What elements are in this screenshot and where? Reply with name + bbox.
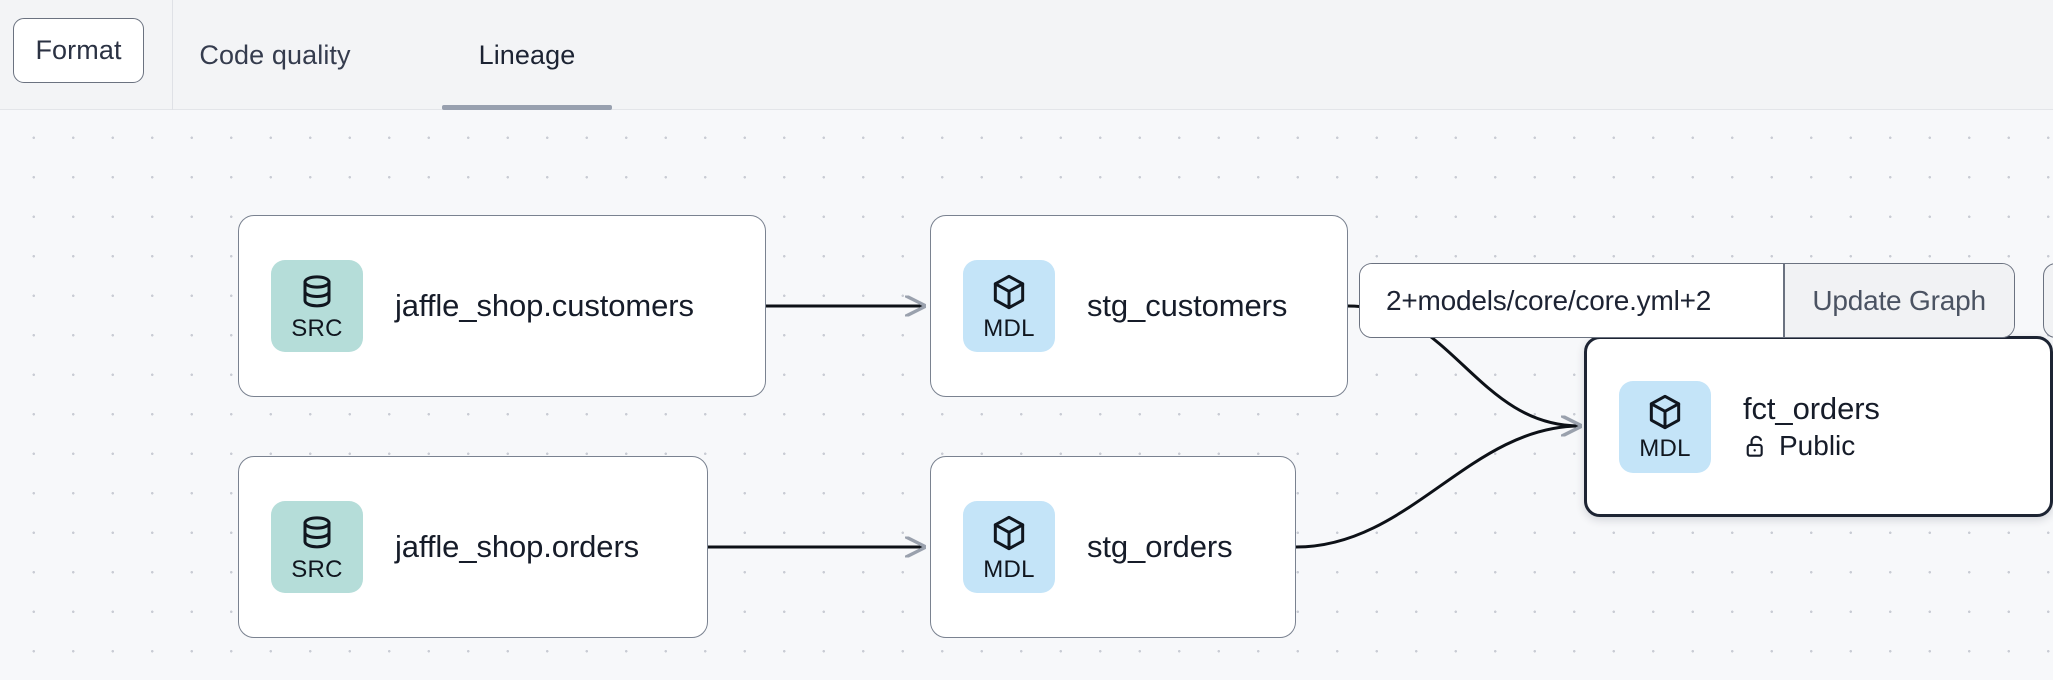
model-type-badge: MDL	[963, 501, 1055, 593]
node-title: jaffle_shop.customers	[395, 287, 694, 323]
node-title: stg_orders	[1087, 528, 1233, 564]
node-body: stg_orders	[1087, 528, 1233, 566]
lineage-canvas[interactable]: SRC jaffle_shop.customers SRC jaffle_sho…	[0, 110, 2053, 680]
node-title: stg_customers	[1087, 287, 1288, 323]
node-body: jaffle_shop.customers	[395, 288, 694, 325]
cube-icon	[1649, 394, 1681, 430]
source-type-badge: SRC	[271, 501, 363, 593]
model-badge-label: MDL	[983, 314, 1035, 342]
node-access-label: Public	[1779, 430, 1856, 462]
node-body: fct_orders Public	[1743, 391, 1880, 463]
node-body: jaffle_shop.orders	[395, 529, 639, 566]
lineage-node-jaffle-shop-orders[interactable]: SRC jaffle_shop.orders	[238, 456, 708, 638]
model-badge-label: MDL	[1639, 435, 1691, 462]
tab-lineage[interactable]: Lineage	[442, 0, 612, 110]
lineage-node-fct-orders[interactable]: MDL fct_orders Public	[1584, 336, 2053, 517]
unlock-icon	[1746, 435, 1763, 457]
tab-active-underline	[442, 105, 612, 110]
model-type-badge: MDL	[963, 260, 1055, 352]
source-badge-label: SRC	[291, 555, 343, 583]
tab-code-quality-label: Code quality	[199, 39, 351, 70]
format-button[interactable]: Format	[13, 18, 144, 83]
database-icon	[303, 515, 331, 548]
offscreen-toolbar-button[interactable]	[2043, 263, 2053, 338]
model-badge-label: MDL	[983, 555, 1035, 583]
lineage-node-jaffle-shop-customers[interactable]: SRC jaffle_shop.customers	[238, 215, 766, 397]
update-graph-button[interactable]: Update Graph	[1784, 264, 2014, 337]
control-divider	[1783, 264, 1785, 337]
editor-toolbar: Format Code quality Lineage	[0, 0, 2053, 110]
tab-lineage-label: Lineage	[478, 39, 576, 70]
database-icon	[303, 274, 331, 307]
model-type-badge: MDL	[1619, 380, 1711, 473]
lineage-node-stg-customers[interactable]: MDL stg_customers	[930, 215, 1348, 397]
graph-selector-control: Update Graph	[1359, 263, 2015, 338]
lineage-node-stg-orders[interactable]: MDL stg_orders	[930, 456, 1296, 638]
source-badge-label: SRC	[291, 314, 343, 342]
cube-icon	[993, 274, 1025, 309]
node-title: fct_orders	[1743, 390, 1880, 426]
cube-icon	[993, 515, 1025, 550]
tab-code-quality[interactable]: Code quality	[186, 0, 364, 110]
node-access-badge: Public	[1743, 430, 1880, 462]
source-type-badge: SRC	[271, 260, 363, 352]
edge-stg-orders-to-fct-orders	[1295, 426, 1580, 549]
dbt-selector-input[interactable]	[1360, 264, 1783, 337]
node-body: stg_customers	[1087, 288, 1287, 325]
node-title: jaffle_shop.orders	[395, 528, 640, 564]
toolbar-divider	[172, 0, 173, 110]
